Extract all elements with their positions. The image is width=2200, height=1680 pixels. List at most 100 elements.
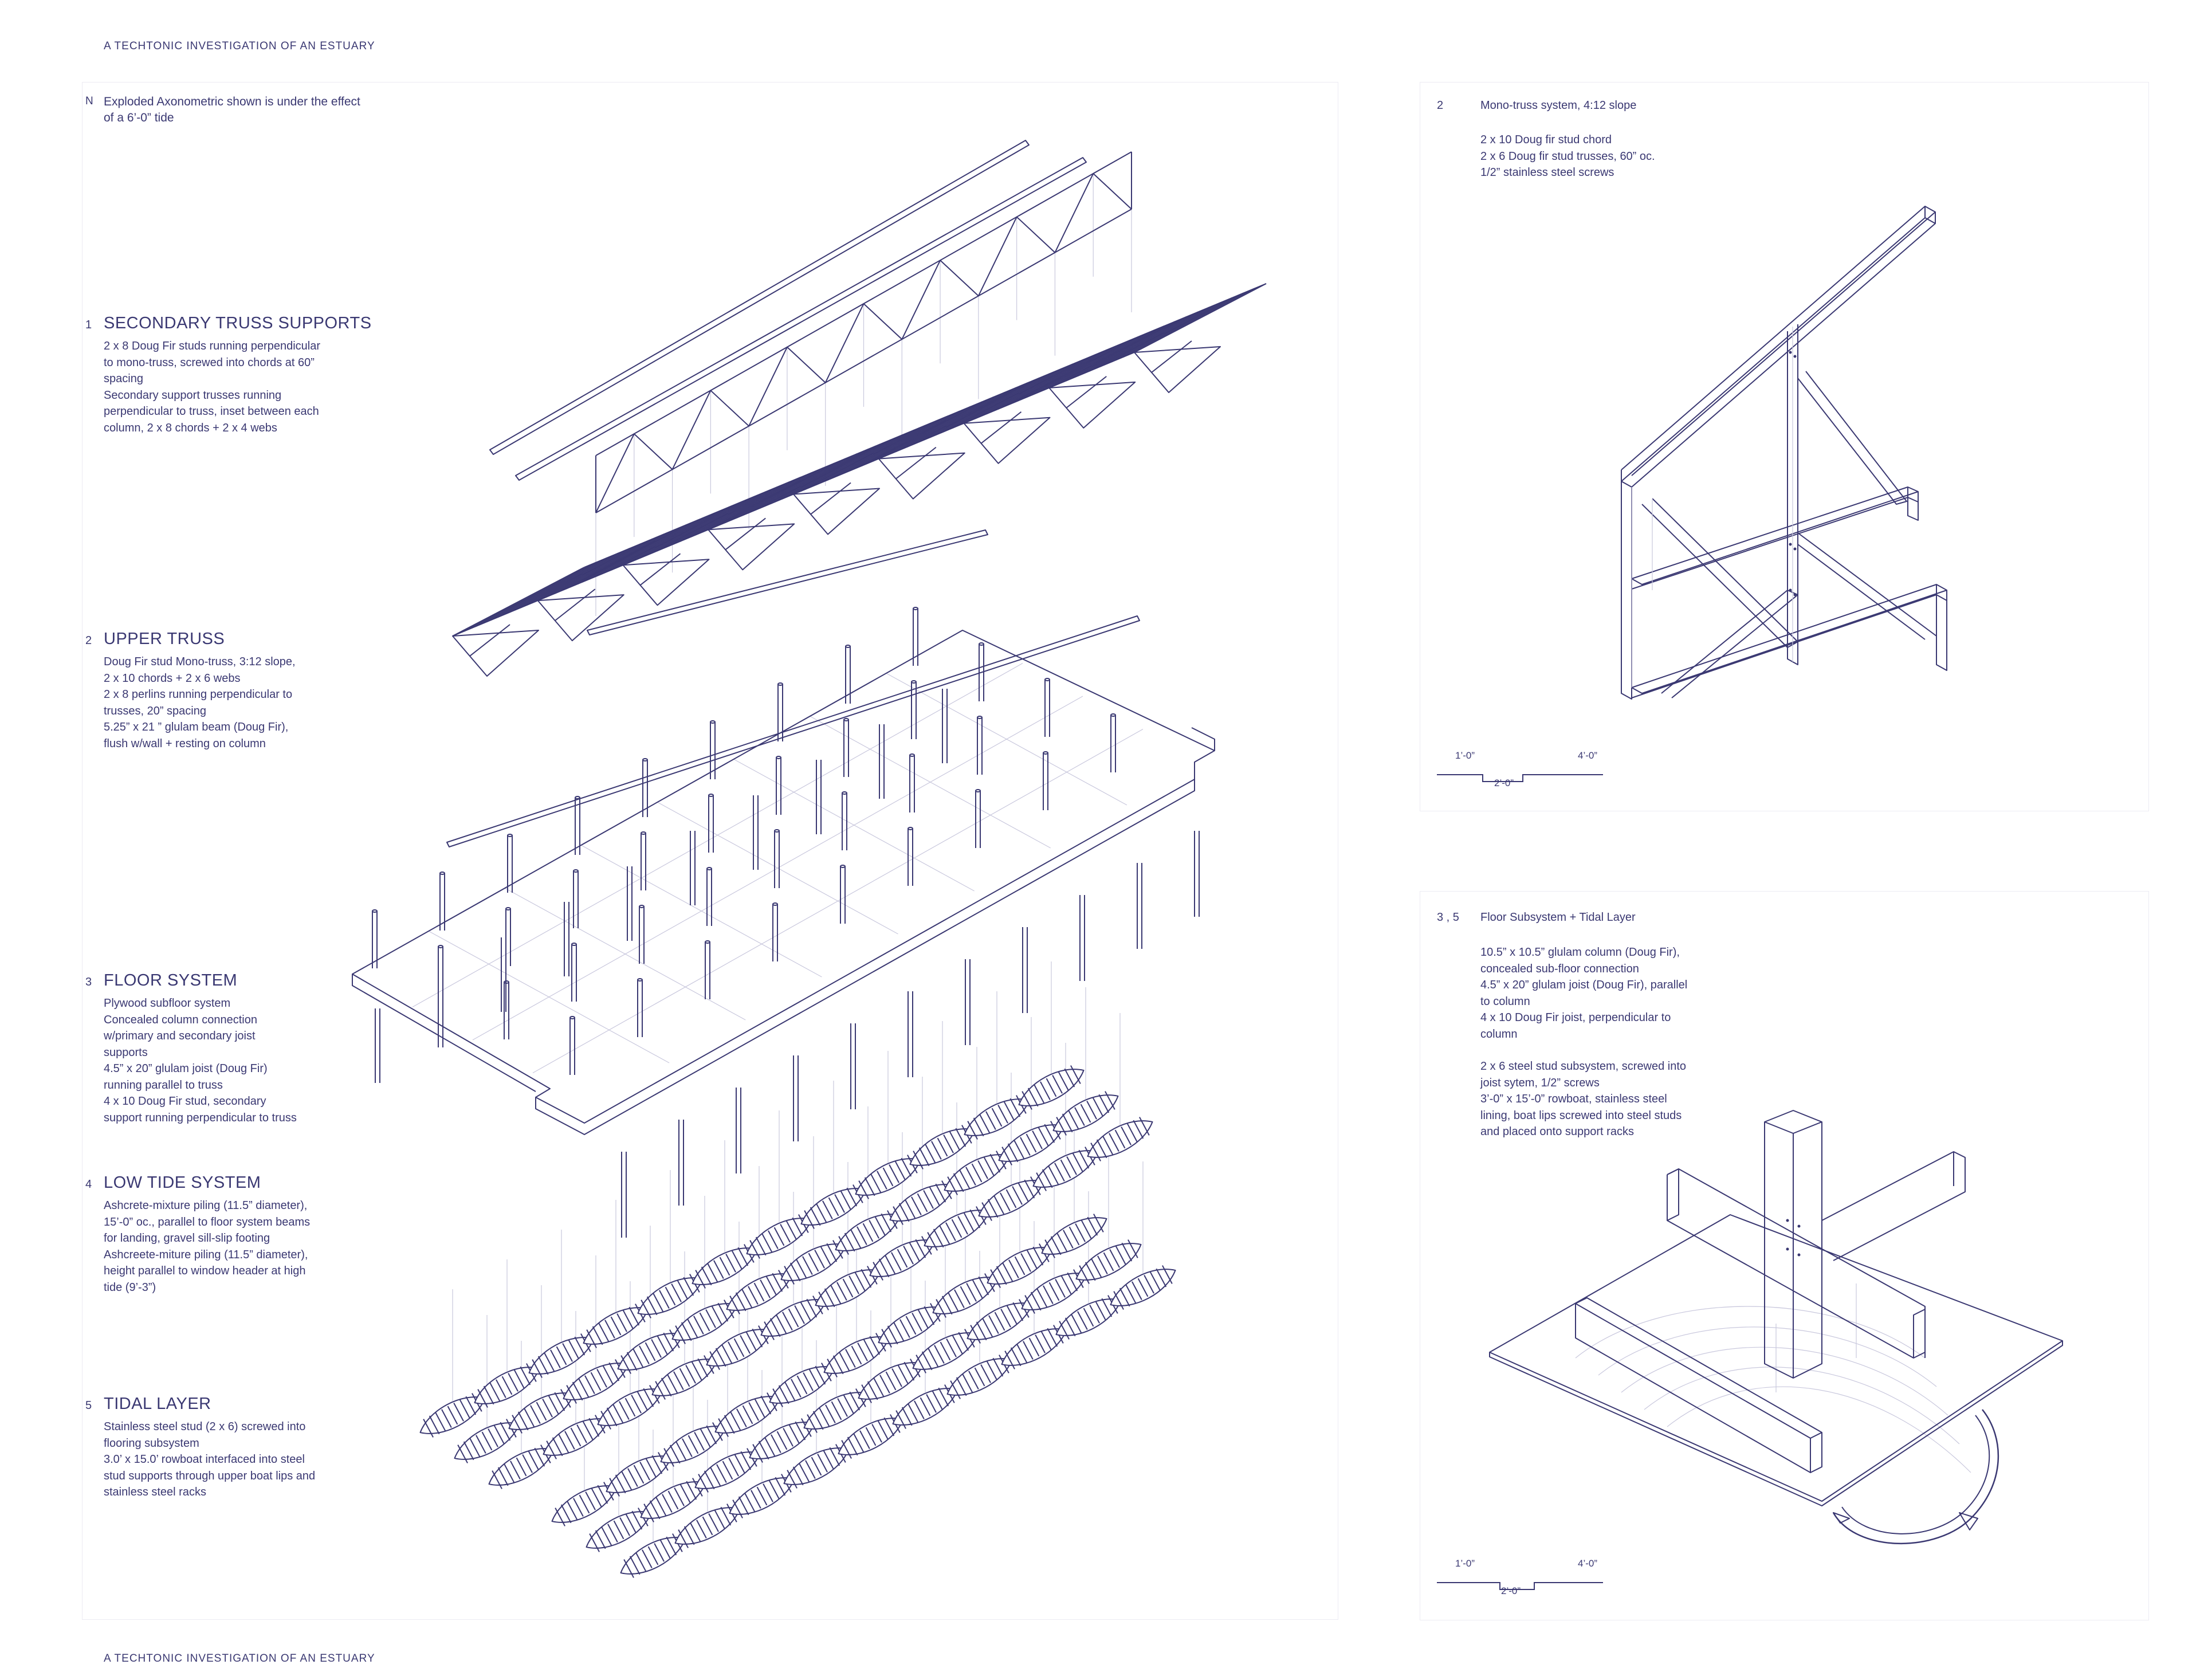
rowboat-rib bbox=[707, 1263, 718, 1282]
rowboat-rib bbox=[423, 1419, 434, 1438]
rowboat-rib bbox=[1114, 1129, 1126, 1149]
rowboat-rib bbox=[666, 1536, 677, 1556]
rowboat-rib bbox=[772, 1273, 783, 1292]
rowboat-rib bbox=[651, 1339, 662, 1358]
column-cap bbox=[710, 720, 716, 724]
rowboat-rib bbox=[895, 1410, 906, 1429]
rowboat-rib bbox=[633, 1465, 645, 1484]
rowboat-rib bbox=[862, 1223, 874, 1242]
rowboat-rib bbox=[929, 1187, 940, 1206]
mono-truss bbox=[708, 523, 795, 571]
rowboat-rib bbox=[1137, 1278, 1149, 1297]
roof-purlin bbox=[657, 481, 789, 552]
floor-joist bbox=[532, 728, 1144, 1074]
rowboat-rib bbox=[848, 1275, 859, 1294]
column-cap bbox=[571, 943, 577, 946]
rowboat-rib bbox=[853, 1433, 865, 1453]
rowboat-rib bbox=[949, 1131, 960, 1151]
rowboat-rib bbox=[591, 1488, 602, 1508]
rowboat-rib bbox=[704, 1470, 715, 1490]
section-4-number: 4 bbox=[85, 1178, 92, 1191]
roof-purlin bbox=[463, 562, 596, 632]
rowboat-rib bbox=[722, 1461, 733, 1480]
rowboat-rib bbox=[923, 1190, 934, 1209]
rowboat-rib bbox=[955, 1128, 967, 1147]
rowboat-rib bbox=[530, 1405, 541, 1424]
rowboat-rib bbox=[1075, 1223, 1086, 1242]
rowboat-rib bbox=[624, 1398, 636, 1417]
rowboat-rib bbox=[978, 1276, 989, 1296]
rowboat-rib bbox=[493, 1425, 505, 1445]
rowboat-rib bbox=[564, 1431, 575, 1450]
column-cap bbox=[569, 1016, 575, 1019]
truss-bottom-chord bbox=[595, 209, 1132, 513]
section-1-line: 2 x 8 Doug Fir studs running perpendicul… bbox=[104, 340, 320, 352]
floor-joist bbox=[472, 696, 1083, 1041]
detail-1-scale-left: 1’-0” bbox=[1455, 750, 1475, 761]
roof-purlin bbox=[1020, 330, 1153, 401]
rowboat-rib bbox=[1007, 1143, 1019, 1163]
rowboat-rib bbox=[921, 1351, 933, 1371]
rowboat-rib bbox=[512, 1415, 522, 1434]
rowboat-rib bbox=[805, 1460, 816, 1479]
rowboat-rib bbox=[945, 1222, 956, 1241]
rowboat-rib bbox=[1026, 1133, 1037, 1153]
rowboat-rib bbox=[542, 1399, 553, 1418]
rowboat-rib bbox=[667, 1374, 678, 1394]
detail-2-line: joist sytem, 1/2” screws bbox=[1480, 1076, 1600, 1089]
rowboat-rib bbox=[1050, 1236, 1062, 1255]
rowboat-rib bbox=[1035, 1334, 1046, 1353]
rowboat-rib bbox=[629, 1556, 641, 1575]
rowboat-rib bbox=[457, 1445, 468, 1463]
rowboat-rib bbox=[710, 1467, 721, 1486]
detail-2-line: column bbox=[1480, 1027, 1518, 1041]
section-2-line: 2 x 8 perlins running perpendicular to bbox=[104, 688, 293, 701]
floor-slab-edge bbox=[1191, 727, 1215, 751]
rowboat-rib bbox=[839, 1352, 850, 1371]
rowboat-rib bbox=[993, 1195, 1005, 1215]
truss-webs bbox=[595, 172, 1132, 513]
rowboat-rib bbox=[953, 1173, 964, 1192]
section-5-title: TIDAL LAYER bbox=[104, 1395, 211, 1413]
rowboat-rib bbox=[869, 1336, 881, 1355]
roof-purlin bbox=[918, 372, 1051, 443]
rowboat-rib bbox=[1102, 1136, 1114, 1155]
rowboat-rib bbox=[859, 1430, 870, 1449]
rowboat-rib bbox=[889, 1164, 899, 1183]
rowboat-rib bbox=[574, 1336, 586, 1356]
rowboat-rib bbox=[625, 1514, 637, 1533]
mono-truss-detail-drawing bbox=[1621, 206, 1947, 700]
rowboat-rib bbox=[674, 1487, 685, 1506]
rowboat-rib bbox=[738, 1496, 749, 1516]
rowboat-rib bbox=[976, 1321, 987, 1341]
rowboat bbox=[586, 1508, 652, 1552]
detail-1-title: Mono-truss system, 4:12 slope bbox=[1480, 99, 1637, 112]
rowboat-rib bbox=[1077, 1311, 1088, 1330]
roof-purlin bbox=[884, 387, 1017, 457]
rowboat-rib bbox=[608, 1362, 620, 1381]
rowboat-rib bbox=[1162, 1265, 1173, 1284]
rowboat-rib bbox=[776, 1314, 787, 1334]
rowboat-rib bbox=[925, 1144, 936, 1163]
section-5-line: Stainless steel stud (2 x 6) screwed int… bbox=[104, 1420, 306, 1433]
rowboat-rib bbox=[749, 1240, 760, 1259]
rowboat bbox=[620, 1533, 686, 1578]
section-3-line: w/primary and secondary joist bbox=[104, 1030, 256, 1042]
rowboat-rib bbox=[1059, 1321, 1070, 1340]
rowboat-rib bbox=[489, 1382, 501, 1402]
rowboat-rib bbox=[632, 1348, 644, 1368]
rowboat-rib bbox=[701, 1266, 712, 1286]
rowboat-rib bbox=[728, 1341, 738, 1360]
rowboat-rib bbox=[841, 1440, 852, 1459]
roof-purlin bbox=[793, 425, 926, 495]
rowboat-rib bbox=[613, 1520, 624, 1540]
rowboat-rib bbox=[1032, 1246, 1044, 1266]
rowboat-rib bbox=[429, 1415, 440, 1435]
rowboat-rib bbox=[570, 1427, 582, 1447]
rowboat-rib bbox=[822, 1200, 833, 1219]
rowboat-rib bbox=[873, 1262, 883, 1281]
rowboat-rib bbox=[863, 1339, 874, 1359]
rowboat-rib bbox=[621, 1471, 632, 1490]
rowboat-rib bbox=[1062, 1113, 1073, 1133]
roof-purlin bbox=[713, 458, 846, 528]
